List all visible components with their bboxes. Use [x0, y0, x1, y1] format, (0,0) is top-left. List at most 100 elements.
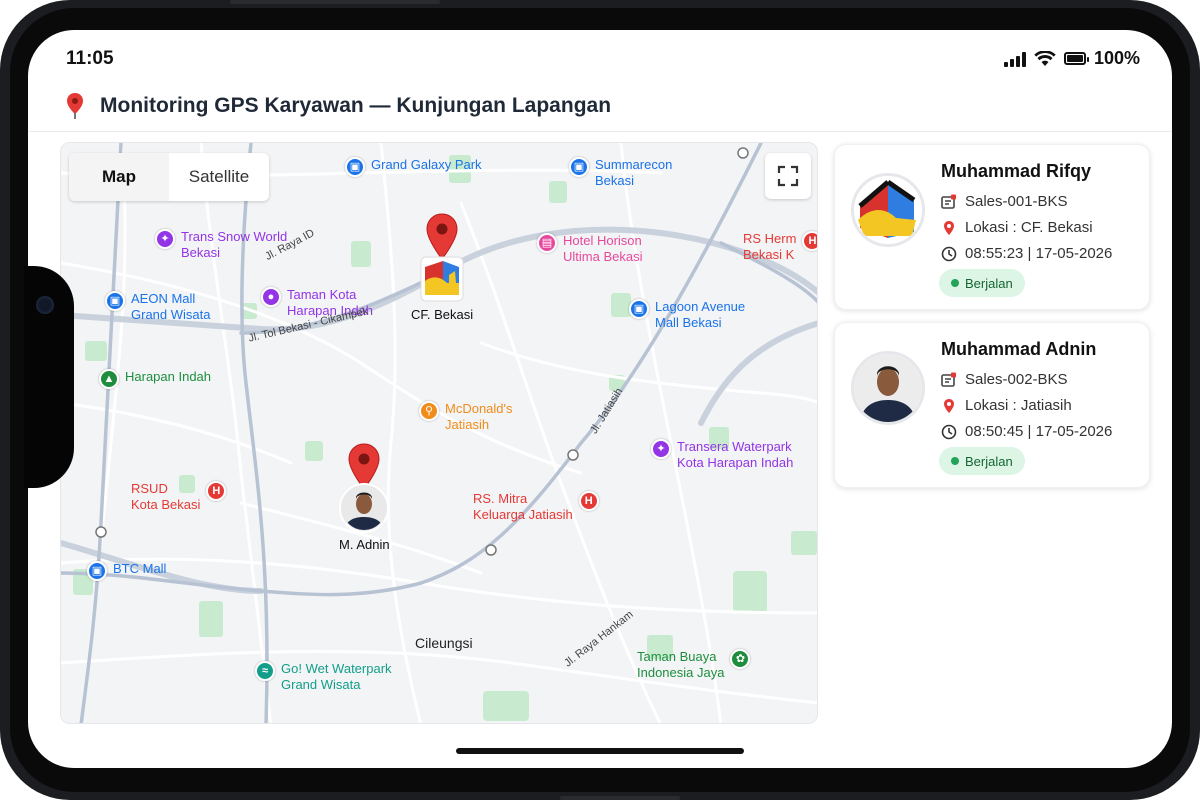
location-pin-icon: [944, 220, 954, 235]
attraction-icon: ✦: [651, 439, 671, 459]
area-label: Cileungsi: [415, 635, 473, 651]
employee-avatar: [851, 351, 925, 425]
fullscreen-button[interactable]: [765, 153, 811, 199]
poi-label: Taman Kota Harapan Indah: [287, 287, 374, 318]
id-card-icon: [941, 372, 956, 387]
shopping-bag-icon: ▣: [569, 157, 589, 177]
status-badge: Berjalan: [939, 447, 1025, 475]
map-poi[interactable]: ▣ Summarecon Bekasi: [569, 157, 672, 189]
map-poi[interactable]: ▣ Grand Galaxy Park: [345, 157, 482, 177]
status-dot-icon: [951, 279, 959, 287]
volume-button: [230, 0, 440, 4]
hospital-icon: H: [802, 231, 817, 251]
hospital-icon: H: [578, 491, 599, 511]
employee-avatar: [851, 173, 925, 247]
poi-label: AEON Mall Grand Wisata: [131, 291, 211, 322]
poi-label: Hotel Horison Ultima Bekasi: [563, 233, 643, 264]
employee-location-row: Lokasi : CF. Bekasi: [941, 219, 1093, 236]
shopping-bag-icon: ▣: [629, 299, 649, 319]
id-card-icon: [941, 194, 956, 209]
map-poi[interactable]: ✦ Trans Snow World Bekasi: [155, 229, 287, 261]
shopping-bag-icon: ▣: [105, 291, 125, 311]
paw-icon: ✿: [730, 649, 751, 669]
clock-icon: [941, 424, 957, 439]
status-bar: 11:05 100%: [28, 30, 1172, 88]
status-time: 11:05: [66, 48, 114, 69]
poi-label: BTC Mall: [113, 561, 167, 576]
page-title: Monitoring GPS Karyawan — Kunjungan Lapa…: [100, 94, 612, 117]
battery-percentage: 100%: [1093, 48, 1140, 68]
waterpark-icon: ≈: [255, 661, 275, 681]
map-poi[interactable]: ▣ AEON Mall Grand Wisata: [105, 291, 210, 323]
screen: 11:05 100% Monitoring GPS: [28, 30, 1172, 768]
poi-label: Trans Snow World Bekasi: [181, 229, 288, 260]
employee-location: Lokasi : CF. Bekasi: [965, 219, 1093, 236]
status-dot-icon: [951, 457, 959, 465]
wifi-icon: [1034, 50, 1056, 66]
employee-time-row: 08:50:45 | 17-05-2026: [941, 423, 1112, 440]
poi-label: Grand Galaxy Park: [371, 157, 482, 172]
map-poi[interactable]: ● Taman Kota Harapan Indah: [261, 287, 373, 319]
poi-label: Lagoon Avenue Mall Bekasi: [655, 299, 746, 330]
poi-label: Taman Buaya Indonesia Jaya: [637, 649, 725, 680]
marker-label: CF. Bekasi: [411, 307, 474, 322]
employee-timestamp: 08:50:45 | 17-05-2026: [965, 423, 1113, 440]
employee-id: Sales-002-BKS: [965, 371, 1068, 388]
status-text: Berjalan: [965, 453, 1013, 469]
side-button: [560, 796, 680, 800]
map-poi[interactable]: Taman Buaya Indonesia Jaya✿: [637, 649, 751, 681]
map-poi[interactable]: ⚲McDonald's Jatiasih: [419, 401, 513, 433]
map-mode-button[interactable]: Map: [69, 153, 169, 201]
poi-label: Summarecon Bekasi: [595, 157, 673, 188]
cf-bekasi-marker[interactable]: CF. Bekasi: [411, 213, 473, 322]
map-view[interactable]: Map Satellite ▣ Grand Galaxy Park ▣ Summare…: [60, 142, 818, 724]
hotel-icon: ▤: [537, 233, 557, 253]
employee-timestamp: 08:55:23 | 17-05-2026: [965, 245, 1113, 262]
battery-icon: [1063, 52, 1089, 65]
cellular-signal-icon: [1003, 51, 1026, 67]
poi-label: Go! Wet Waterpark Grand Wisata: [281, 661, 392, 692]
front-camera: [36, 296, 54, 314]
tree-icon: ▲: [99, 369, 119, 389]
fullscreen-icon: [777, 165, 799, 187]
map-poi[interactable]: ▣ Lagoon Avenue Mall Bekasi: [629, 299, 745, 331]
map-poi[interactable]: ▲ Harapan Indah: [99, 369, 211, 389]
shopping-bag-icon: ▣: [345, 157, 365, 177]
map-poi[interactable]: ✦ Transera Waterpark Kota Harapan Indah: [651, 439, 793, 471]
map-type-toggle: Map Satellite: [69, 153, 269, 201]
home-indicator[interactable]: [456, 748, 744, 754]
shopping-bag-icon: ▣: [87, 561, 107, 581]
major-roads: [61, 226, 817, 594]
map-poi[interactable]: ▤ Hotel Horison Ultima Bekasi: [537, 233, 642, 265]
employee-name: Muhammad Adnin: [941, 339, 1097, 359]
adnin-marker[interactable]: M. Adnin: [339, 443, 390, 552]
park-areas: [73, 155, 817, 721]
map-poi[interactable]: ≈ Go! Wet Waterpark Grand Wisata: [255, 661, 392, 693]
park-icon: ●: [261, 287, 281, 307]
map-poi[interactable]: ▣ BTC Mall: [87, 561, 166, 581]
marker-label: M. Adnin: [339, 537, 390, 552]
satellite-mode-button[interactable]: Satellite: [188, 167, 250, 186]
attraction-icon: ✦: [155, 229, 175, 249]
employee-card[interactable]: Muhammad Rifqy Sales-001-BKS Lokasi : CF…: [834, 144, 1150, 310]
poi-label: RS. Mitra Keluarga Jatiasih: [473, 491, 573, 522]
hospital-icon: H: [206, 481, 227, 501]
location-pin-icon: [944, 398, 954, 413]
poi-label: Harapan Indah: [125, 369, 212, 384]
status-text: Berjalan: [965, 275, 1013, 291]
employee-name: Muhammad Rifqy: [941, 161, 1092, 181]
employee-id-row: Sales-001-BKS: [941, 193, 1068, 210]
employee-location-row: Lokasi : Jatiasih: [941, 397, 1072, 414]
employee-time-row: 08:55:23 | 17-05-2026: [941, 245, 1112, 262]
restaurant-icon: ⚲: [419, 401, 439, 421]
highways: [61, 143, 817, 723]
employee-card[interactable]: Muhammad Adnin Sales-002-BKS Lokasi : Ja…: [834, 322, 1150, 488]
status-badge: Berjalan: [939, 269, 1025, 297]
employee-location: Lokasi : Jatiasih: [965, 397, 1072, 414]
cf-bekasi-logo-icon: [420, 256, 464, 302]
poi-label: Transera Waterpark Kota Harapan Indah: [677, 439, 794, 470]
